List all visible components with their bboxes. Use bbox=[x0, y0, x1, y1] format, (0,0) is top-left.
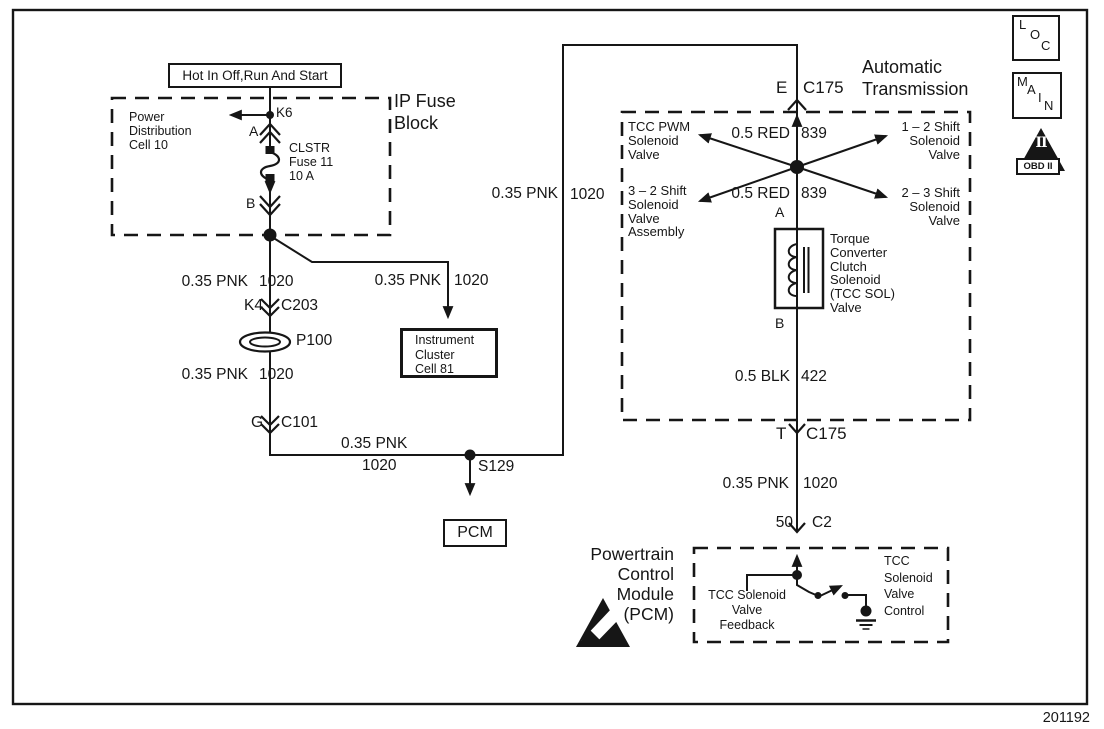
esd-warning-icon bbox=[576, 598, 630, 649]
wire-circuit-1020-label-1: 1020 bbox=[259, 273, 294, 290]
wire-red-label-2: 0.5 RED bbox=[731, 185, 790, 202]
wire-circuit-839-label-1: 839 bbox=[801, 125, 827, 142]
terminal-e-label: E bbox=[776, 78, 788, 97]
wire-pnk-label-5: 0.35 PNK bbox=[491, 185, 558, 202]
pcm-driver-circuit bbox=[746, 553, 876, 630]
main-letter-i: I bbox=[1038, 90, 1042, 105]
connector-c175-bottom-label: C175 bbox=[806, 424, 847, 443]
pin-b-label: B bbox=[246, 195, 256, 211]
loc-letter-c: C bbox=[1041, 38, 1051, 53]
pcm-title: Powertrain Control Module (PCM) bbox=[590, 544, 674, 624]
wire-pnk-label-3: 0.35 PNK bbox=[341, 435, 408, 452]
fuse-symbol bbox=[259, 146, 281, 182]
wire-circuit-422-label: 422 bbox=[801, 368, 827, 385]
clstr-fuse-label: CLSTR Fuse 11 10 A bbox=[289, 141, 334, 183]
loc-badge: L O C bbox=[1012, 15, 1060, 61]
wire-red-label-1: 0.5 RED bbox=[731, 125, 790, 142]
obd2-banner-label: OBD II bbox=[1023, 161, 1053, 172]
trans-pin-b-label: B bbox=[775, 315, 785, 331]
connector-c101-label: C101 bbox=[281, 414, 319, 431]
terminal-50-label: 50 bbox=[775, 514, 793, 531]
obd2-numeral: II bbox=[1035, 135, 1047, 151]
main-badge: M A I N bbox=[1012, 72, 1062, 119]
main-letter-n: N bbox=[1044, 98, 1054, 113]
tcc-feedback-label: TCC Solenoid Valve Feedback bbox=[708, 588, 786, 632]
shift-1-2-solenoid-label: 1 – 2 Shift Solenoid Valve bbox=[901, 119, 960, 162]
hot-feed-label: Hot In Off,Run And Start bbox=[168, 63, 342, 88]
wire-circuit-1020-label-3: 1020 bbox=[362, 457, 397, 474]
grommet-p100-label: P100 bbox=[296, 332, 333, 349]
obd2-icon bbox=[1016, 128, 1065, 175]
wire-pnk-label-4: 0.35 PNK bbox=[374, 272, 441, 289]
splice-s129-label: S129 bbox=[478, 458, 515, 475]
grommet-p100-symbol bbox=[238, 331, 292, 353]
pcm-outline bbox=[692, 546, 950, 644]
drawing-number: 201192 bbox=[1042, 710, 1090, 726]
wire-circuit-1020-label-2: 1020 bbox=[259, 366, 294, 383]
wire-circuit-1020-label-4: 1020 bbox=[454, 272, 489, 289]
page-frame bbox=[11, 8, 1089, 706]
main-letter-a: A bbox=[1027, 82, 1036, 97]
automatic-transmission-title: Automatic Transmission bbox=[862, 57, 969, 99]
tcc-pwm-solenoid-label: TCC PWM Solenoid Valve bbox=[628, 119, 691, 162]
loc-letter-o: O bbox=[1030, 27, 1041, 42]
terminal-t-label: T bbox=[776, 424, 787, 443]
wire-circuit-1020-label-5: 1020 bbox=[570, 186, 605, 203]
wire-pnk-label-1: 0.35 PNK bbox=[181, 273, 248, 290]
connector-c2-label: C2 bbox=[812, 514, 832, 531]
tcc-solenoid-symbol bbox=[773, 227, 825, 310]
terminal-g-label: G bbox=[250, 414, 263, 431]
solenoid-arrows bbox=[697, 133, 889, 203]
shift-3-2-solenoid-label: 3 – 2 Shift Solenoid Valve Assembly bbox=[628, 183, 687, 240]
connector-c175-top-label: C175 bbox=[803, 78, 844, 97]
wire-circuit-1020-label-6: 1020 bbox=[803, 475, 838, 492]
shift-2-3-solenoid-label: 2 – 3 Shift Solenoid Valve bbox=[901, 185, 960, 228]
terminal-k6-label: K6 bbox=[276, 105, 293, 120]
loc-letter-l: L bbox=[1019, 17, 1027, 32]
trans-pin-a-label: A bbox=[775, 204, 785, 220]
instrument-cluster-ref-box: Instrument Cluster Cell 81 bbox=[400, 328, 498, 378]
terminal-k4-label: K4 bbox=[244, 297, 263, 314]
connector-c203-label: C203 bbox=[281, 297, 319, 314]
wire-circuit-839-label-2: 839 bbox=[801, 185, 827, 202]
power-distribution-ref: Power Distribution Cell 10 bbox=[129, 110, 192, 152]
ip-fuse-block-title: IP Fuse Block bbox=[394, 91, 456, 133]
tcc-solenoid-valve-label: Torque Converter Clutch Solenoid (TCC SO… bbox=[830, 231, 895, 315]
tcc-control-label: TCC Solenoid Valve Control bbox=[884, 554, 933, 618]
pcm-ref-box: PCM bbox=[443, 519, 507, 547]
wire-blk-label: 0.5 BLK bbox=[734, 368, 790, 385]
pin-a-label: A bbox=[249, 123, 259, 139]
splice-dots bbox=[263, 111, 804, 461]
wire-pnk-label-6: 0.35 PNK bbox=[722, 475, 789, 492]
ip-fuse-block-outline bbox=[110, 96, 392, 237]
main-letter-m: M bbox=[1017, 74, 1028, 89]
wire-pnk-label-2: 0.35 PNK bbox=[181, 366, 248, 383]
connector-chevrons bbox=[259, 98, 807, 534]
